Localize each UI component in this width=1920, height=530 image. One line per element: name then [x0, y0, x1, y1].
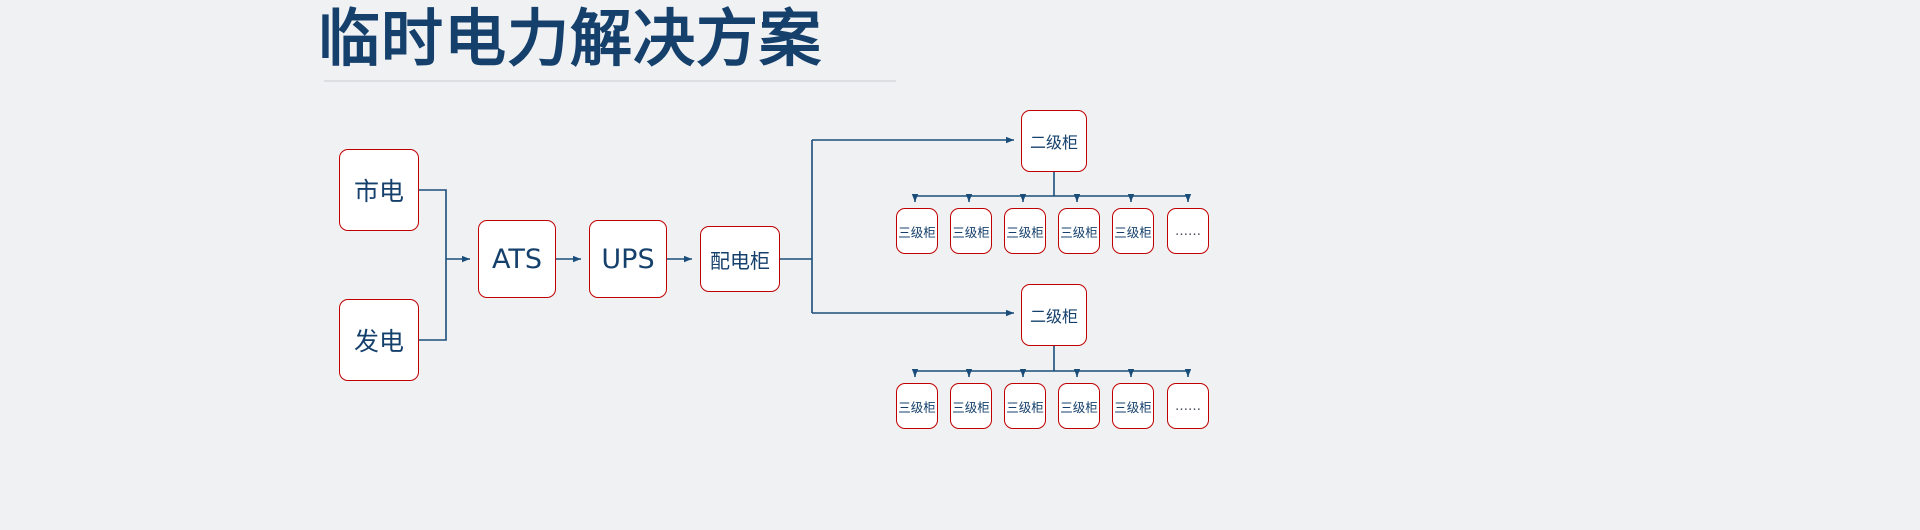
page-title: 临时电力解决方案 — [318, 2, 823, 75]
node-tertiary-top-4[interactable]: 三级柜 — [1058, 208, 1100, 254]
wire-mains-to-bus — [419, 189, 447, 259]
node-tertiary-bottom-more[interactable]: …… — [1167, 383, 1209, 429]
node-ats-label: ATS — [491, 243, 542, 275]
node-tertiary-top-5-label: 三级柜 — [1114, 224, 1152, 240]
node-generator-label: 发电 — [353, 327, 404, 356]
node-tertiary-bottom-3-label: 三级柜 — [1006, 399, 1044, 415]
node-tertiary-bottom-1[interactable]: 三级柜 — [896, 383, 938, 429]
node-tertiary-bottom-3[interactable]: 三级柜 — [1004, 383, 1046, 429]
node-tertiary-bottom-5[interactable]: 三级柜 — [1112, 383, 1154, 429]
node-tertiary-top-1-label: 三级柜 — [898, 224, 936, 240]
node-mains-label: 市电 — [353, 177, 404, 206]
node-secondary-cabinet-bottom-label: 二级柜 — [1029, 307, 1078, 326]
node-tertiary-bottom-4[interactable]: 三级柜 — [1058, 383, 1100, 429]
node-tertiary-top-more[interactable]: …… — [1167, 208, 1209, 254]
node-tertiary-top-2-label: 三级柜 — [952, 224, 990, 240]
node-secondary-cabinet-top-label: 二级柜 — [1029, 133, 1078, 152]
node-tertiary-top-2[interactable]: 三级柜 — [950, 208, 992, 254]
node-tertiary-top-4-label: 三级柜 — [1060, 224, 1098, 240]
node-generator[interactable]: 发电 — [339, 299, 419, 381]
node-secondary-cabinet-top[interactable]: 二级柜 — [1021, 110, 1087, 172]
node-mains[interactable]: 市电 — [339, 149, 419, 231]
node-tertiary-bottom-5-label: 三级柜 — [1114, 399, 1152, 415]
node-tertiary-bottom-1-label: 三级柜 — [898, 399, 936, 415]
node-tertiary-top-more-label: …… — [1175, 223, 1201, 239]
title-block: 临时电力解决方案 — [318, 2, 918, 76]
node-tertiary-bottom-2-label: 三级柜 — [952, 399, 990, 415]
node-ups-label: UPS — [601, 243, 655, 275]
node-tertiary-top-5[interactable]: 三级柜 — [1112, 208, 1154, 254]
node-ups[interactable]: UPS — [589, 220, 667, 298]
node-tertiary-bottom-4-label: 三级柜 — [1060, 399, 1098, 415]
node-tertiary-top-1[interactable]: 三级柜 — [896, 208, 938, 254]
node-tertiary-bottom-more-label: …… — [1175, 398, 1201, 414]
node-tertiary-top-3-label: 三级柜 — [1006, 224, 1044, 240]
node-distribution-cabinet[interactable]: 配电柜 — [700, 226, 780, 292]
node-secondary-cabinet-bottom[interactable]: 二级柜 — [1021, 284, 1087, 346]
title-underline — [324, 80, 896, 82]
node-tertiary-top-3[interactable]: 三级柜 — [1004, 208, 1046, 254]
wire-generator-to-bus — [419, 259, 447, 341]
node-ats[interactable]: ATS — [478, 220, 556, 298]
node-distribution-cabinet-label: 配电柜 — [710, 248, 770, 273]
node-tertiary-bottom-2[interactable]: 三级柜 — [950, 383, 992, 429]
